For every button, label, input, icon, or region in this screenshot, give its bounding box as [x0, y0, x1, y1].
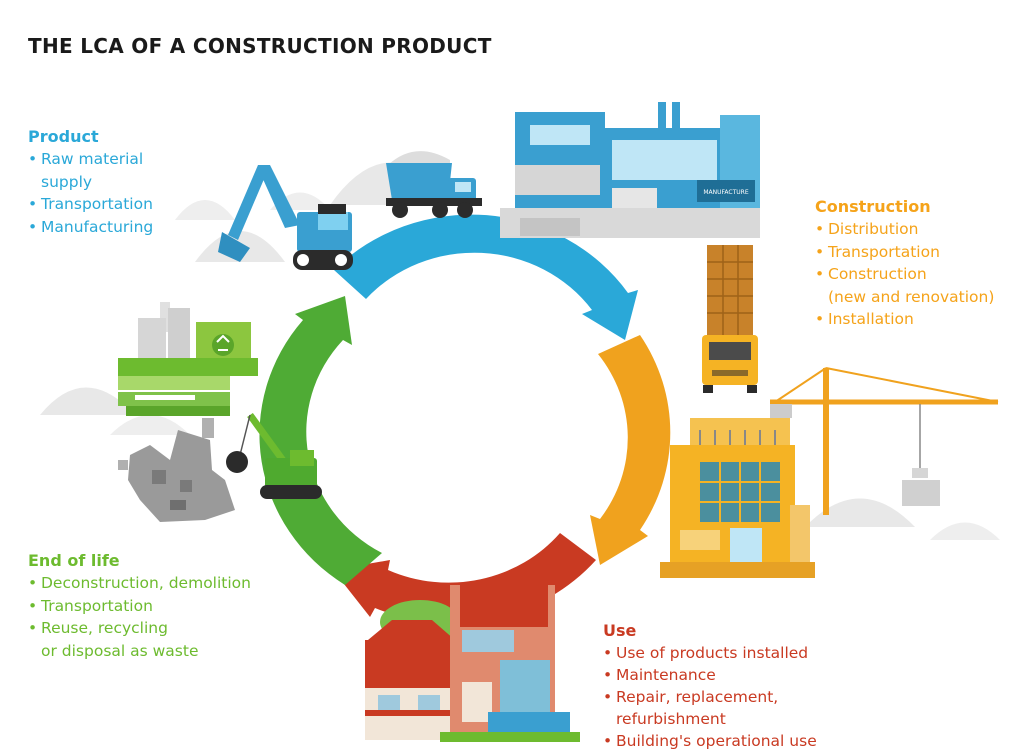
arrow-product [334, 214, 638, 340]
list-item: Raw material supply [28, 148, 153, 193]
list-item: Repair, replacement, refurbishment [603, 686, 817, 730]
list-item: Maintenance [603, 664, 817, 686]
list-item: Transportation [28, 193, 153, 216]
stage-construction-list: Distribution Transportation Construction… [815, 218, 994, 331]
list-item: Distribution [815, 218, 994, 241]
rubble-icon [118, 418, 235, 522]
list-item: Installation [815, 308, 994, 331]
list-item: Deconstruction, demolition [28, 572, 251, 595]
stage-end-of-life: End of life Deconstruction, demolition T… [28, 550, 251, 662]
recycle-symbol-icon [212, 334, 234, 356]
excavator-icon [218, 165, 353, 270]
stage-use-heading: Use [603, 621, 637, 640]
stage-end-of-life-heading: End of life [28, 551, 120, 570]
tower-crane-icon [770, 367, 999, 515]
list-item: Transportation [815, 241, 994, 264]
factory-icon: MANUFACTURE [500, 102, 760, 238]
list-item: Construction (new and renovation) [815, 263, 994, 308]
houses-icon [365, 585, 580, 742]
arrow-construction [590, 335, 671, 565]
recycling-plant-icon [118, 302, 258, 416]
stage-construction: Construction Distribution Transportation… [815, 196, 994, 331]
lifecycle-ring [259, 214, 671, 624]
list-item: Reuse, recycling or disposal as waste [28, 617, 251, 662]
arrow-end-of-life [259, 296, 382, 585]
delivery-truck-icon [702, 245, 758, 393]
list-item: Use of products installed [603, 642, 817, 664]
stage-product: Product Raw material supply Transportati… [28, 126, 153, 238]
list-item: Building's operational use [603, 730, 817, 752]
dump-truck-icon [386, 151, 482, 218]
demolition-crane-icon [226, 412, 322, 499]
list-item: Manufacturing [28, 216, 153, 239]
stage-product-list: Raw material supply Transportation Manuf… [28, 148, 153, 238]
diagram-title: THE LCA OF A CONSTRUCTION PRODUCT [28, 34, 492, 58]
stage-end-of-life-list: Deconstruction, demolition Transportatio… [28, 572, 251, 662]
stage-product-heading: Product [28, 127, 99, 146]
stage-use-list: Use of products installed Maintenance Re… [603, 642, 817, 752]
building-icon [660, 418, 815, 578]
stage-use: Use Use of products installed Maintenanc… [603, 620, 817, 752]
stage-construction-heading: Construction [815, 197, 931, 216]
factory-sign: MANUFACTURE [703, 189, 748, 196]
list-item: Transportation [28, 595, 251, 618]
